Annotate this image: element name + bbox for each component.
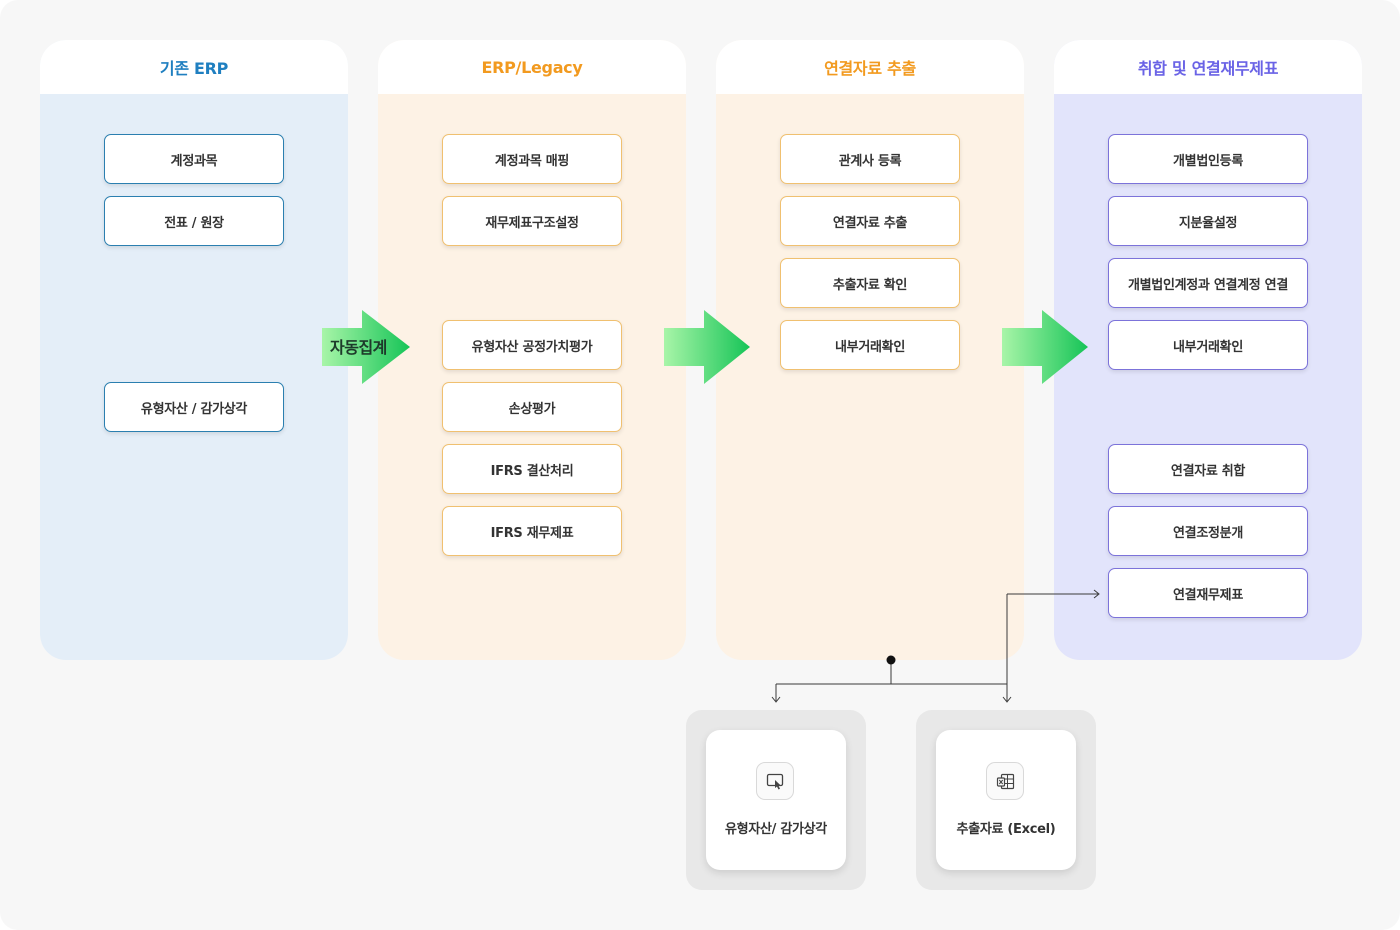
output-label: 유형자산/ 감가상각	[725, 822, 827, 837]
step-box: 내부거래확인	[1108, 320, 1308, 370]
step-box: 개별법인계정과 연결계정 연결	[1108, 258, 1308, 308]
step-box: 유형자산 / 감가상각	[104, 382, 284, 432]
flow-arrow	[1002, 310, 1088, 384]
output-panel-assets: 유형자산/ 감가상각	[686, 710, 866, 890]
excel-sheet-icon	[986, 762, 1024, 800]
output-card[interactable]: 추출자료 (Excel)	[936, 730, 1076, 870]
step-box: 내부거래확인	[780, 320, 960, 370]
step-box: 추출자료 확인	[780, 258, 960, 308]
step-box: 연결자료 취합	[1108, 444, 1308, 494]
step-box: 계정과목	[104, 134, 284, 184]
flow-arrow	[664, 310, 750, 384]
step-box: 지분율설정	[1108, 196, 1308, 246]
column-title: 취합 및 연결재무제표	[1054, 40, 1362, 94]
step-box: 계정과목 매핑	[442, 134, 622, 184]
output-panel-excel: 추출자료 (Excel)	[916, 710, 1096, 890]
column-title: 기존 ERP	[40, 40, 348, 94]
step-box: 전표 / 원장	[104, 196, 284, 246]
step-box: 재무제표구조설정	[442, 196, 622, 246]
flow-arrow	[322, 310, 410, 384]
step-box: 유형자산 공정가치평가	[442, 320, 622, 370]
touch-screen-icon	[756, 762, 794, 800]
auto-aggregate-label: 자동집계	[330, 338, 387, 357]
step-box: 연결자료 추출	[780, 196, 960, 246]
step-box: IFRS 결산처리	[442, 444, 622, 494]
step-box: IFRS 재무제표	[442, 506, 622, 556]
step-box: 연결재무제표	[1108, 568, 1308, 618]
output-label: 추출자료 (Excel)	[956, 822, 1056, 837]
output-card[interactable]: 유형자산/ 감가상각	[706, 730, 846, 870]
column-title: ERP/Legacy	[378, 40, 686, 94]
step-box: 연결조정분개	[1108, 506, 1308, 556]
column-title: 연결자료 추출	[716, 40, 1024, 94]
step-box: 손상평가	[442, 382, 622, 432]
step-box: 개별법인등록	[1108, 134, 1308, 184]
step-box: 관계사 등록	[780, 134, 960, 184]
